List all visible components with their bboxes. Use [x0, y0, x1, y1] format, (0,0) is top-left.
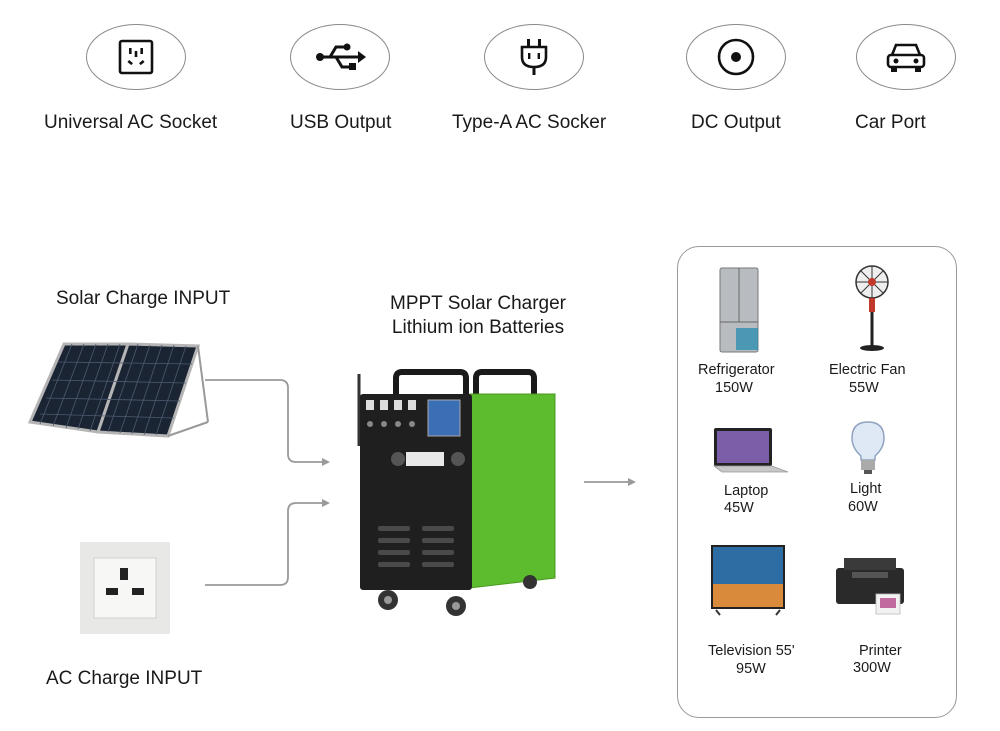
laptop-image: [712, 428, 789, 473]
port-label-usb: USB Output: [290, 112, 392, 133]
printer-image: [836, 558, 904, 615]
device-name-refrigerator: Refrigerator: [698, 362, 775, 378]
wall-socket-image: [80, 542, 170, 634]
generator-title-line1: MPPT Solar Charger: [390, 293, 566, 314]
device-watt-refrigerator: 150W: [715, 380, 753, 396]
device-watt-electric-fan: 55W: [849, 380, 879, 396]
device-name-printer: Printer: [859, 643, 902, 659]
electric-fan-image: [855, 265, 889, 351]
device-name-television: Television 55': [708, 643, 795, 659]
solar-generator-image: [357, 369, 556, 616]
port-label-universal-ac: Universal AC Socket: [44, 112, 218, 133]
port-label-dc: DC Output: [691, 112, 781, 133]
solar-panel-image: [28, 342, 209, 438]
solar-input-label: Solar Charge INPUT: [56, 288, 231, 309]
type-a-ac-socker-oval: [484, 24, 584, 90]
dc-output-oval: [686, 24, 786, 90]
device-name-laptop: Laptop: [724, 483, 769, 499]
dc-port-icon: [717, 38, 755, 76]
universal-ac-socket-oval: [86, 24, 186, 90]
device-watt-printer: 300W: [853, 660, 891, 676]
generator-title-line2: Lithium ion Batteries: [391, 317, 565, 338]
type-a-plug-icon: [520, 39, 548, 75]
device-name-light: Light: [850, 481, 882, 497]
universal-ac-socket-icon: [118, 39, 154, 75]
port-label-type-a: Type-A AC Socker: [452, 112, 607, 133]
car-icon: [886, 43, 926, 72]
television-image: [711, 545, 785, 616]
ac-input-label: AC Charge INPUT: [46, 668, 203, 689]
device-watt-television: 95W: [736, 661, 766, 677]
device-watt-laptop: 45W: [724, 500, 754, 516]
device-watt-light: 60W: [848, 499, 878, 515]
refrigerator-image: [719, 267, 759, 353]
car-port-oval: [856, 24, 956, 90]
light-bulb-image: [851, 421, 885, 474]
usb-icon: [316, 43, 366, 70]
usb-output-oval: [290, 24, 390, 90]
port-label-car: Car Port: [855, 112, 926, 133]
device-name-electric-fan: Electric Fan: [829, 362, 906, 378]
